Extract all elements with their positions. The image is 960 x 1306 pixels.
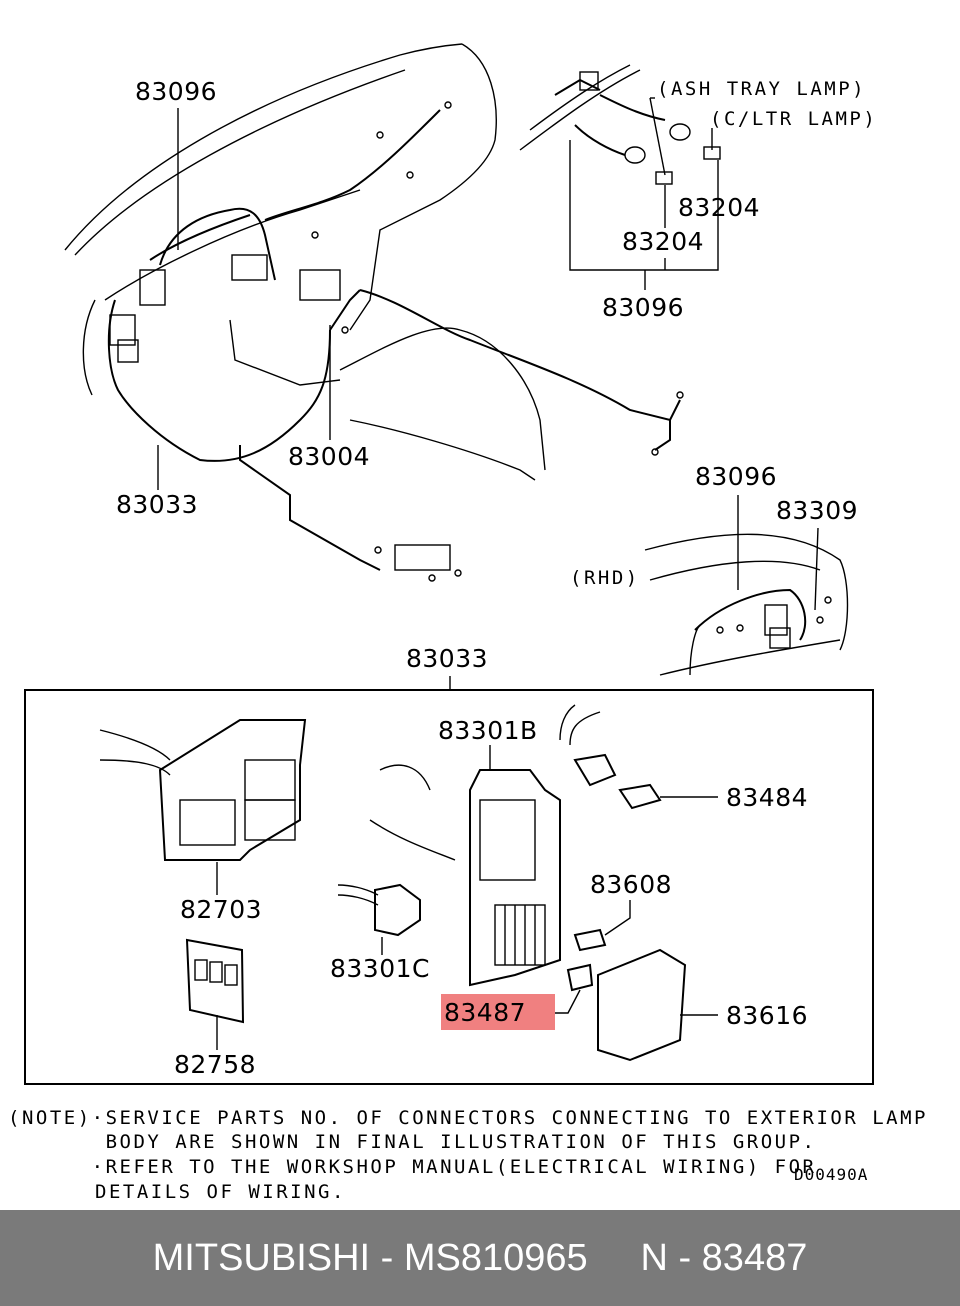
drawing-code: D00490A xyxy=(794,1165,868,1184)
label-83096-a: 83096 xyxy=(135,77,217,106)
label-83096-b: 83096 xyxy=(602,293,684,322)
lower-labels: 83301B 83484 83608 83616 83487 82703 833… xyxy=(174,716,808,1079)
note-line-4: DETAILS OF WIRING. xyxy=(95,1181,346,1203)
label-82758: 82758 xyxy=(174,1050,256,1079)
part-footer-bar: MITSUBISHI - MS810965 N - 83487 xyxy=(0,1210,960,1306)
dashboard-illustration xyxy=(64,43,684,582)
label-83033-a: 83033 xyxy=(116,490,198,519)
label-83616: 83616 xyxy=(726,1001,808,1030)
label-83204-a: 83204 xyxy=(678,193,760,222)
label-82703: 82703 xyxy=(180,895,262,924)
lower-parts-illustration xyxy=(99,704,718,1062)
label-83309: 83309 xyxy=(776,496,858,525)
lamp-detail-illustration xyxy=(519,64,721,185)
upper-labels: 83096 (ASH TRAY LAMP) (C/LTR LAMP) 83204… xyxy=(116,77,877,690)
rhd-illustration xyxy=(644,533,849,676)
label-83301b: 83301B xyxy=(438,716,538,745)
label-83033-b: 83033 xyxy=(406,644,488,673)
label-83096-c: 83096 xyxy=(695,462,777,491)
label-83204-b: 83204 xyxy=(622,227,704,256)
part-footer-text: MITSUBISHI - MS810965 N - 83487 xyxy=(152,1236,808,1279)
note-line-1: (NOTE)·SERVICE PARTS NO. OF CONNECTORS C… xyxy=(8,1107,928,1129)
label-cltr-lamp: (C/LTR LAMP) xyxy=(710,108,877,130)
label-83608: 83608 xyxy=(590,870,672,899)
note-block: (NOTE)·SERVICE PARTS NO. OF CONNECTORS C… xyxy=(8,1107,928,1203)
label-83484: 83484 xyxy=(726,783,808,812)
note-line-2: BODY ARE SHOWN IN FINAL ILLUSTRATION OF … xyxy=(8,1131,816,1153)
detail-frame xyxy=(24,689,874,1085)
label-ash-tray-lamp: (ASH TRAY LAMP) xyxy=(657,78,866,100)
label-83004: 83004 xyxy=(288,442,370,471)
note-line-3: ·REFER TO THE WORKSHOP MANUAL(ELECTRICAL… xyxy=(8,1156,816,1178)
highlight-83487 xyxy=(441,994,555,1030)
label-rhd: (RHD) xyxy=(570,567,640,589)
parts-diagram: 83096 (ASH TRAY LAMP) (C/LTR LAMP) 83204… xyxy=(8,43,928,1203)
label-83301c: 83301C xyxy=(330,954,430,983)
label-83487: 83487 xyxy=(444,998,526,1027)
